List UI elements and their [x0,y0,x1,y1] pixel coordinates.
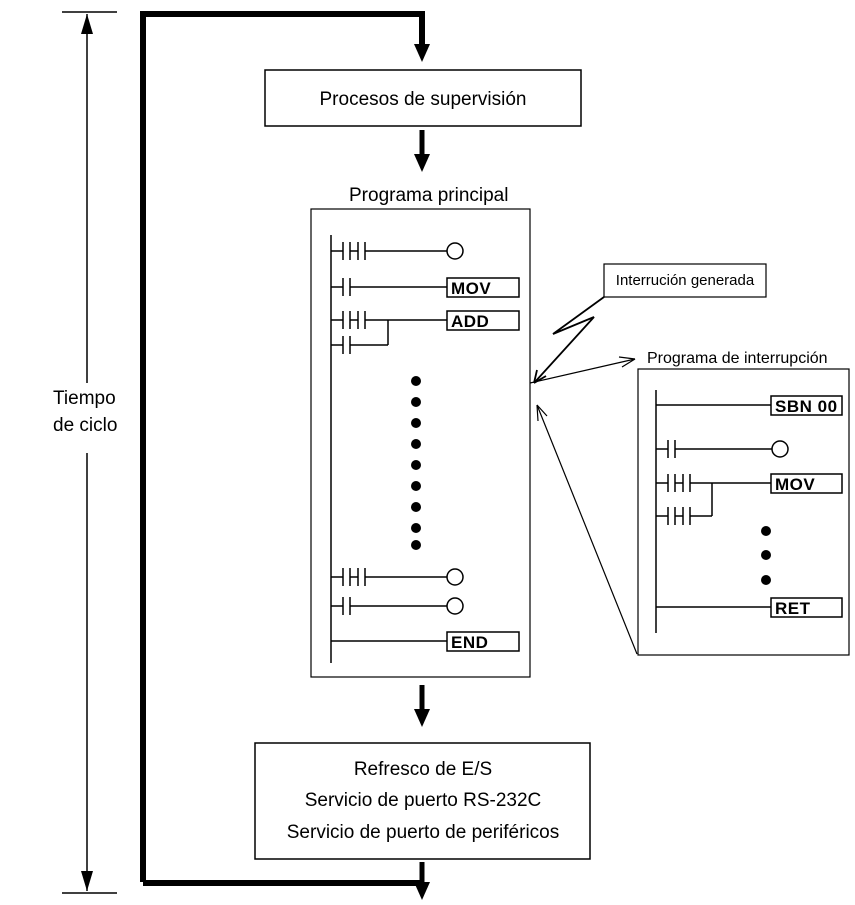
flow-arrow-3 [414,862,430,900]
flow-arrow-icon [414,709,430,727]
coil-icon [446,242,464,260]
ladder-rung [331,242,464,260]
up-arrow-icon [81,14,93,34]
down-arrow-icon [81,871,93,891]
supervision-label: Procesos de supervisión [320,89,527,110]
continuation-dots [761,526,771,585]
instruction-add: ADD [451,312,489,331]
instruction-end: END [451,633,488,652]
cycle-time-dimension: Tiempo de ciclo [52,11,120,894]
ladder-rung [331,568,464,586]
instruction-mov-interrupt: MOV [775,475,815,494]
coil-icon [446,597,464,615]
ladder-rung: MOV [656,473,843,525]
instruction-mov: MOV [451,279,491,298]
flow-arrow-1 [414,130,430,172]
loop-line [140,11,430,886]
flow-arrow-2 [414,685,430,727]
instruction-ret: RET [775,599,811,618]
ladder-rung: MOV [331,277,520,298]
main-program-title: Programa principal [349,185,508,206]
interrupt-callout-label: Interrución generada [616,272,755,289]
refresh-box: Refresco de E/S Servicio de puerto RS-23… [254,742,591,860]
refresh-label-1: Refresco de E/S [354,759,492,780]
interrupt-program-box: SBN 00 MOV [637,368,850,656]
interrupt-transfer-arrows [529,356,638,655]
ladder-rung: RET [656,597,843,618]
flow-arrow-icon [414,44,430,62]
ladder-rung: END [331,631,520,652]
instruction-sbn: SBN 00 [775,397,838,416]
continuation-dots [411,376,421,550]
ladder-rung: ADD [331,310,520,354]
cycle-time-label-2: de ciclo [53,415,117,436]
main-program-box: MOV ADD [310,208,531,678]
ladder-rung [331,597,464,615]
coil-icon [771,440,789,458]
flow-arrow-icon [414,154,430,172]
lightning-icon [533,296,605,384]
refresh-label-3: Servicio de puerto de periféricos [287,822,559,843]
cycle-time-label-1: Tiempo [53,388,116,409]
coil-icon [446,568,464,586]
supervision-box: Procesos de supervisión [264,69,582,127]
ladder-rung [656,440,789,458]
flow-arrow-icon [414,882,430,900]
interrupt-program-title: Programa de interrupción [647,350,828,367]
refresh-label-2: Servicio de puerto RS-232C [305,790,542,811]
ladder-rung: SBN 00 [656,395,843,416]
interrupt-callout: Interrución generada [533,263,767,384]
